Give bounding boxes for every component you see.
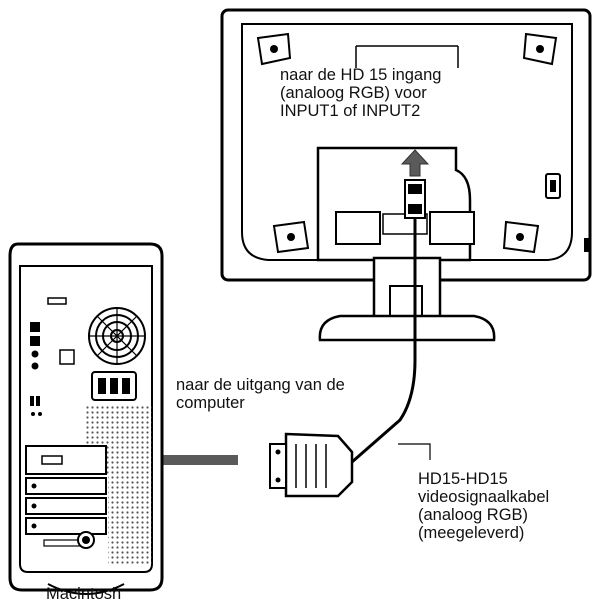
- power-socket: [91, 371, 137, 401]
- computer-output-line-2: computer: [176, 394, 245, 412]
- screw-mount-tl: [256, 32, 292, 66]
- hd15-plug: [269, 432, 354, 498]
- expansion-slots: [25, 445, 107, 547]
- monitor-input-line-1: naar de HD 15 ingang: [280, 66, 442, 84]
- computer-name: Macintosh: [46, 585, 122, 603]
- monitor-input-line-3: INPUT1 of INPUT2: [280, 102, 421, 120]
- macintosh-tower: [8, 242, 164, 595]
- fan-grille: [88, 307, 146, 365]
- monitor-rear: [220, 8, 592, 342]
- computer-name-label: Macintosh: [46, 585, 121, 603]
- computer-output-line-1: naar de uitgang van de: [176, 376, 345, 394]
- cable-label: HD15-HD15 videosignaalkabel (analoog RGB…: [418, 470, 549, 542]
- cable-line-3: (analoog RGB): [418, 506, 529, 524]
- screw-mount-bl: [272, 220, 310, 254]
- cable-line-2: videosignaalkabel: [418, 488, 550, 506]
- cable-line-1: HD15-HD15: [418, 470, 508, 488]
- cable-line-4: (meegeleverd): [418, 524, 525, 542]
- screw-mount-br: [502, 220, 540, 254]
- monitor-input-label: naar de HD 15 ingang (analoog RGB) voor …: [280, 66, 441, 120]
- computer-output-label: naar de uitgang van de computer: [176, 376, 345, 412]
- monitor-input-line-2: (analoog RGB) voor: [280, 84, 427, 102]
- hd15-cable: [351, 218, 431, 464]
- screw-mount-tr: [522, 32, 558, 66]
